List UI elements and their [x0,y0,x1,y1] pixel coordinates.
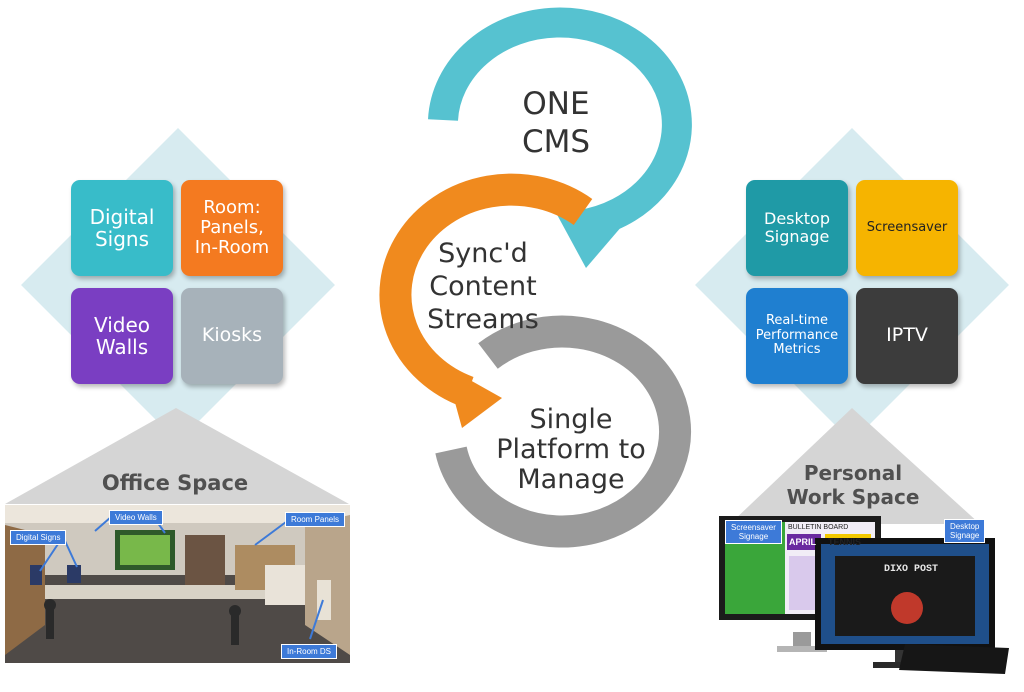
bulletin-board-text: BULLETIN BOARD [788,524,849,531]
tile-label: Desktop Signage [764,209,830,246]
cycle-text-single-platform: Single Platform to Manage [496,404,646,496]
tile-desktop-signage: Desktop Signage [746,180,848,276]
callout-room-panels: Room Panels [285,512,346,528]
tile-label: Video Walls [93,312,151,359]
callout-digital-signs: Digital Signs [10,530,67,546]
tile-video-walls: Video Walls [71,288,173,384]
dixo-post-text: DIXO POST [884,564,939,575]
cycle-text-synced-content: Sync'd Content Streams [427,238,539,335]
tile-label: IPTV [886,324,928,347]
tile-kiosks: Kiosks [181,288,283,384]
april-text: APRIL [789,537,816,547]
personal-cone [730,408,980,524]
tile-room-panels: Room: Panels, In-Room [181,180,283,276]
tile-iptv: IPTV [856,288,958,384]
office-space-image [5,505,350,663]
tennis-text: TENNIS [828,537,862,547]
personal-work-space-title: Personal Work Space [786,461,920,510]
tile-label: Room: Panels, In-Room [194,196,270,259]
office-space-title: Office Space [101,471,249,495]
orange-cycle-arrow [379,173,593,428]
tile-label: Real-time Performance Metrics [755,313,839,358]
callout-video-walls: Video Walls [109,510,163,526]
office-cone [5,408,349,504]
tile-label: Screensaver [866,219,948,235]
tile-label: Digital Signs [89,204,155,251]
cycle-text-one-cms: ONE CMS [521,86,591,160]
gray-cycle-arrow [435,315,692,548]
tile-screensaver: Screensaver [856,180,958,276]
tile-realtime-metrics: Real-time Performance Metrics [746,288,848,384]
callout-screensaver-signage: Screensaver Signage [725,520,782,545]
callout-desktop-signage: Desktop Signage [944,519,986,544]
tile-digital-signs: Digital Signs [71,180,173,276]
tile-label: Kiosks [201,324,263,347]
personal-workspace-image [719,516,1009,674]
callout-in-room-ds: In-Room DS [281,644,338,660]
